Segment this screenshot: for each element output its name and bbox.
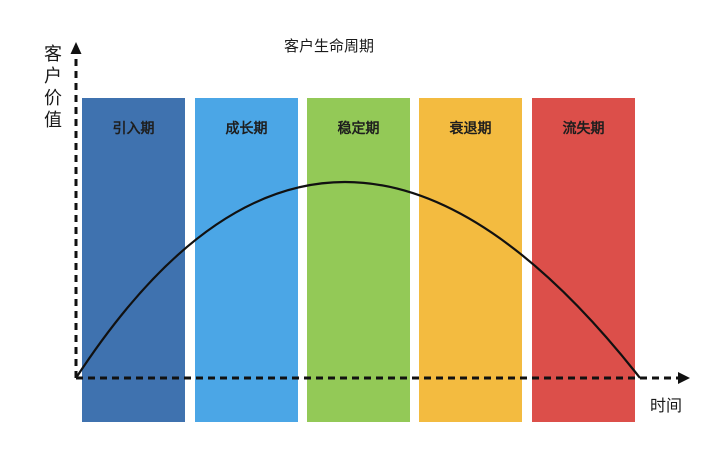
diagram-title: 客户生命周期	[284, 37, 374, 55]
stage-label-churn: 流失期	[563, 120, 605, 137]
stage-label-decline: 衰退期	[449, 120, 492, 137]
x-axis-label: 时间	[650, 396, 682, 415]
stage-column-growth	[195, 98, 298, 422]
stage-labels: 引入期 成长期 稳定期 衰退期 流失期	[113, 120, 605, 137]
customer-value-curve	[75, 181, 641, 379]
axes	[70, 42, 690, 384]
x-axis-arrow-icon	[678, 372, 690, 384]
stage-label-intro: 引入期	[113, 121, 155, 137]
stage-label-growth: 成长期	[226, 120, 268, 137]
stage-column-intro	[82, 98, 185, 422]
stage-columns	[82, 98, 635, 422]
stage-column-stable	[307, 98, 410, 422]
stage-label-stable: 稳定期	[338, 120, 380, 137]
stage-column-churn	[532, 98, 635, 422]
y-axis-arrow-icon	[70, 42, 82, 54]
y-axis-label: 客户价值	[41, 44, 62, 132]
stage-column-decline	[419, 98, 522, 422]
